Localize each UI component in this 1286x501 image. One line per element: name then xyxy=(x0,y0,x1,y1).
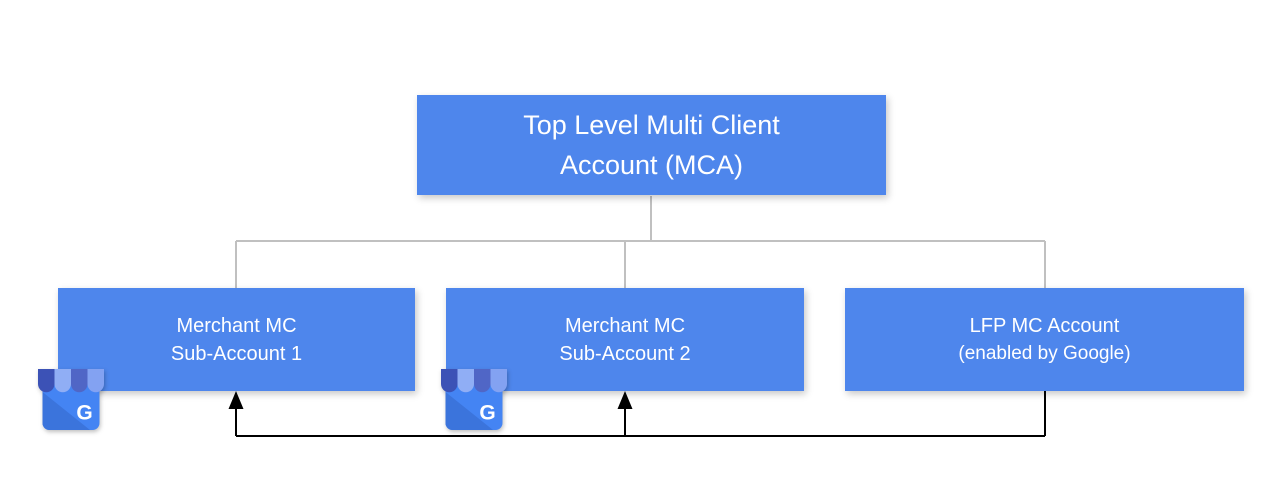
lfp-feed-arrow-lines xyxy=(235,391,1046,437)
lfp-mc-account-box: LFP MC Account (enabled by Google) xyxy=(845,288,1244,391)
hierarchy-tree-lines xyxy=(235,196,1046,288)
sub-account-1-label-line2: Sub-Account 1 xyxy=(170,342,303,365)
lfp-account-label-line1: LFP MC Account xyxy=(969,314,1120,337)
sub-account-2-label-line2: Sub-Account 2 xyxy=(559,342,691,365)
google-business-icon xyxy=(441,368,507,434)
mca-box: Top Level Multi Client Account (MCA) xyxy=(417,95,886,195)
arrowhead-to-sub1 xyxy=(228,391,244,409)
google-business-icon xyxy=(38,368,104,434)
merchant-sub-account-1-box: Merchant MC Sub-Account 1 xyxy=(58,288,415,391)
arrowhead-to-sub2 xyxy=(617,391,633,409)
mca-box-label-line1: Top Level Multi Client xyxy=(523,110,780,140)
sub-account-2-label-line1: Merchant MC xyxy=(564,314,686,337)
mca-box-label-line2: Account (MCA) xyxy=(559,150,744,180)
lfp-account-label-line2: (enabled by Google) xyxy=(958,342,1131,364)
sub-account-1-label-line1: Merchant MC xyxy=(176,314,297,337)
